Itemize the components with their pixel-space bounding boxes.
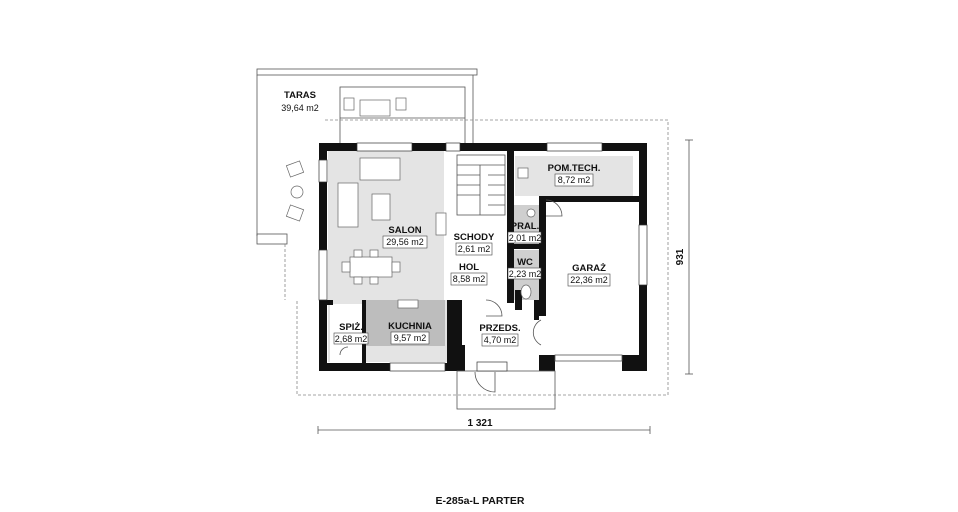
dimension-depth: 931 <box>675 139 693 375</box>
dimension-depth-label: 931 <box>675 248 686 265</box>
stairs <box>456 154 506 216</box>
room-garaz: GARAŻ 22,36 m2 <box>567 263 611 287</box>
room-pral: PRAL. 2,01 m2 <box>507 221 542 244</box>
room-name: HOL <box>459 262 479 273</box>
room-name: WC <box>517 257 533 268</box>
room-wc: WC 2,23 m2 <box>507 257 542 280</box>
doors <box>339 199 563 393</box>
washer <box>526 208 536 218</box>
windows <box>318 142 648 372</box>
coffee-table <box>371 193 391 221</box>
room-schody: SCHODY 2,61 m2 <box>454 232 495 256</box>
furniture <box>285 97 536 309</box>
room-area: 4,70 m2 <box>484 335 517 345</box>
room-name: TARAS <box>284 90 316 101</box>
room-name: POM.TECH. <box>548 163 601 174</box>
room-przeds: PRZEDS. 4,70 m2 <box>479 323 521 347</box>
room-kuchnia: KUCHNIA 9,57 m2 <box>388 321 432 345</box>
wc-toilet <box>520 284 532 300</box>
site-outline <box>296 119 669 396</box>
room-name: SCHODY <box>454 232 495 243</box>
room-spiz: SPIŻ. 2,68 m2 <box>333 322 369 345</box>
fireplace <box>435 212 447 236</box>
patio-table <box>359 99 391 117</box>
room-area: 2,23 m2 <box>509 269 542 279</box>
room-area: 8,58 m2 <box>453 274 486 284</box>
room-name: PRAL. <box>511 221 540 232</box>
room-taras: TARAS 39,64 m2 <box>281 90 319 113</box>
patio-round-table <box>290 185 304 199</box>
room-pomtech: POM.TECH. 8,72 m2 <box>548 163 601 187</box>
plan-caption: E-285a-L PARTER <box>436 495 525 507</box>
room-name: KUCHNIA <box>388 321 432 332</box>
room-salon: SALON 29,56 m2 <box>382 225 428 249</box>
dimension-width: 1 321 <box>317 418 651 434</box>
room-area: 2,01 m2 <box>509 233 542 243</box>
room-area: 2,68 m2 <box>335 334 368 344</box>
room-name: PRZEDS. <box>479 323 520 334</box>
entrance-porch <box>456 354 623 410</box>
room-area: 9,57 m2 <box>394 333 427 343</box>
room-area: 2,61 m2 <box>458 244 491 254</box>
room-name: GARAŻ <box>572 263 606 274</box>
room-area: 39,64 m2 <box>281 103 319 113</box>
room-name: SPIŻ. <box>339 322 363 333</box>
room-name: SALON <box>388 225 421 236</box>
dining-table <box>349 256 393 278</box>
boiler <box>517 167 529 179</box>
sofa-left <box>337 182 359 228</box>
room-hol: HOL 8,58 m2 <box>450 262 488 286</box>
room-area: 22,36 m2 <box>570 275 608 285</box>
dimension-width-label: 1 321 <box>467 418 492 429</box>
room-area: 29,56 m2 <box>386 237 424 247</box>
room-area: 8,72 m2 <box>558 175 591 185</box>
kitchen-island <box>397 299 419 309</box>
sofa-top <box>359 157 401 181</box>
